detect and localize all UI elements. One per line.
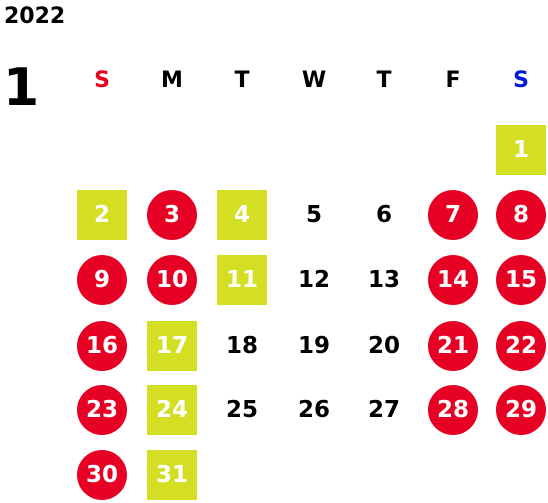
day-cell-30[interactable]: 30 — [77, 450, 127, 500]
calendar-month: 1 — [3, 58, 40, 118]
day-cell-14[interactable]: 14 — [428, 255, 478, 305]
day-cell-24[interactable]: 24 — [147, 385, 197, 435]
day-cell-4[interactable]: 4 — [217, 190, 267, 240]
day-cell-5[interactable]: 5 — [305, 202, 322, 228]
day-cell-3[interactable]: 3 — [147, 190, 197, 240]
weekday-thursday: T — [376, 68, 392, 93]
day-cell-12[interactable]: 12 — [297, 267, 330, 293]
weekday-friday: F — [445, 68, 461, 93]
weekday-sunday: S — [94, 68, 110, 93]
day-cell-16[interactable]: 16 — [77, 321, 127, 371]
day-cell-23[interactable]: 23 — [77, 385, 127, 435]
day-cell-2[interactable]: 2 — [77, 190, 127, 240]
day-cell-26[interactable]: 26 — [297, 397, 330, 423]
weekday-monday: M — [161, 68, 183, 93]
day-cell-27[interactable]: 27 — [367, 397, 400, 423]
day-cell-9[interactable]: 9 — [77, 255, 127, 305]
day-cell-21[interactable]: 21 — [428, 321, 478, 371]
day-cell-19[interactable]: 19 — [297, 333, 330, 359]
day-cell-28[interactable]: 28 — [428, 385, 478, 435]
day-cell-1[interactable]: 1 — [496, 125, 546, 175]
day-cell-20[interactable]: 20 — [367, 333, 400, 359]
day-cell-13[interactable]: 13 — [367, 267, 400, 293]
day-cell-6[interactable]: 6 — [375, 202, 392, 228]
day-cell-22[interactable]: 22 — [496, 321, 546, 371]
day-cell-15[interactable]: 15 — [496, 255, 546, 305]
weekday-tuesday: T — [234, 68, 250, 93]
day-cell-8[interactable]: 8 — [496, 190, 546, 240]
calendar-year: 2022 — [4, 4, 66, 29]
day-cell-18[interactable]: 18 — [225, 333, 258, 359]
day-cell-25[interactable]: 25 — [225, 397, 258, 423]
weekday-saturday: S — [513, 68, 529, 93]
day-cell-17[interactable]: 17 — [147, 321, 197, 371]
day-cell-7[interactable]: 7 — [428, 190, 478, 240]
day-cell-11[interactable]: 11 — [217, 255, 267, 305]
day-cell-29[interactable]: 29 — [496, 385, 546, 435]
weekday-wednesday: W — [301, 68, 327, 93]
day-cell-10[interactable]: 10 — [147, 255, 197, 305]
day-cell-31[interactable]: 31 — [147, 450, 197, 500]
